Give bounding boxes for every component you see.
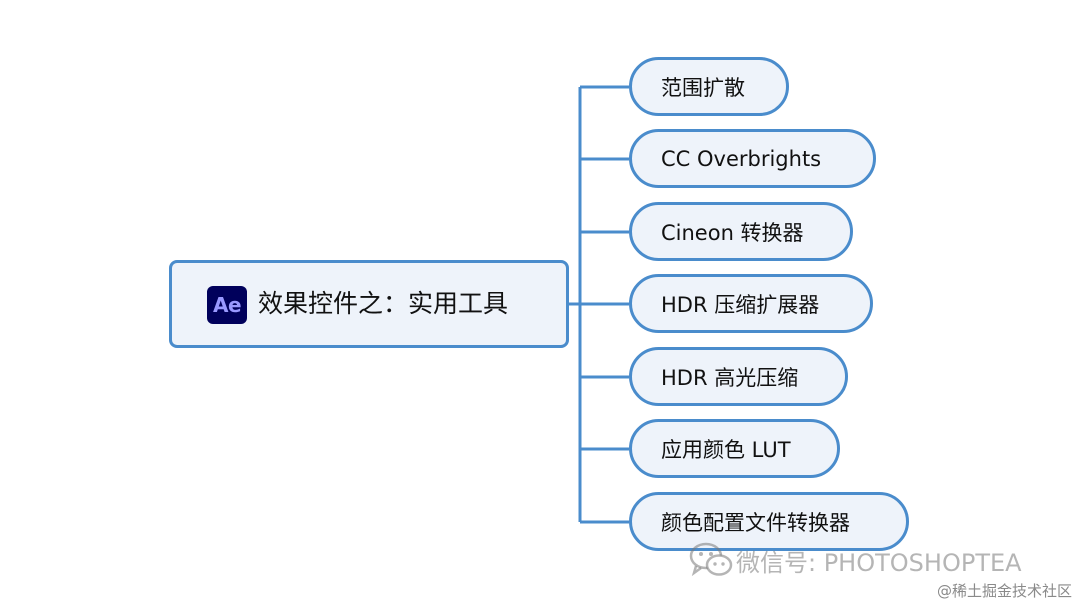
child-node-2: CC Overbrights	[629, 129, 876, 188]
root-title: 效果控件之：实用工具	[258, 289, 509, 318]
wechat-watermark: 微信号: PHOTOSHOPTEA	[688, 540, 1022, 580]
child-node-4: HDR 压缩扩展器	[629, 274, 873, 333]
ae-logo-text: Ae	[212, 293, 242, 317]
child-node-6: 应用颜色 LUT	[629, 419, 840, 478]
child-node-1: 范围扩散	[629, 57, 789, 116]
child-label-5: HDR 高光压缩	[661, 365, 799, 390]
child-label-4: HDR 压缩扩展器	[661, 292, 820, 317]
child-node-3: Cineon 转换器	[629, 202, 853, 261]
child-label-3: Cineon 转换器	[661, 220, 804, 245]
child-label-1: 范围扩散	[661, 75, 745, 100]
child-node-5: HDR 高光压缩	[629, 347, 848, 406]
wechat-watermark-text: 微信号: PHOTOSHOPTEA	[736, 548, 1022, 577]
wechat-icon	[689, 542, 733, 577]
root-node: Ae 效果控件之：实用工具	[169, 260, 569, 348]
juejin-watermark: @稀土掘金技术社区	[936, 582, 1072, 600]
child-label-2: CC Overbrights	[661, 146, 822, 171]
child-label-6: 应用颜色 LUT	[661, 437, 791, 462]
child-node-7: 颜色配置文件转换器	[629, 492, 909, 551]
child-label-7: 颜色配置文件转换器	[661, 510, 850, 535]
adobe-after-effects-icon: Ae	[207, 286, 247, 324]
